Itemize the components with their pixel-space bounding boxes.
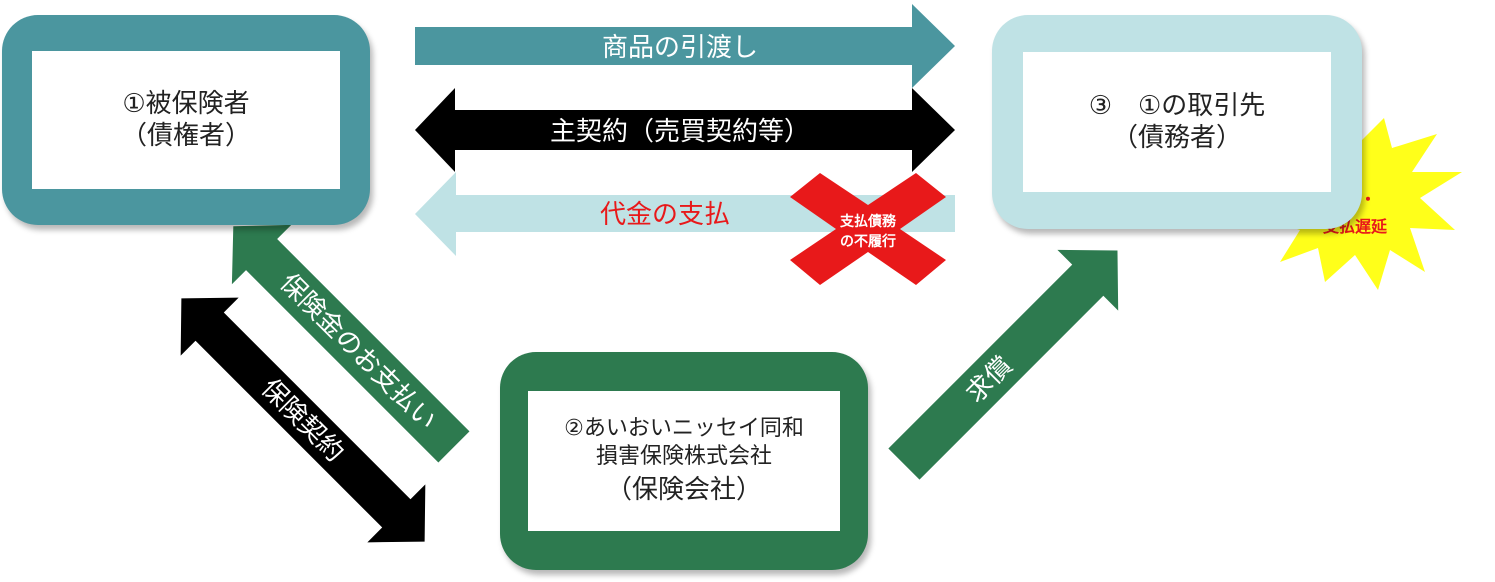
node-insurer-box: ②あいおいニッセイ同和 損害保険株式会社 （保険会社） xyxy=(528,391,840,531)
arrow-payment: 代金の支払 xyxy=(415,172,955,256)
arrow-insurance-payout-shape xyxy=(231,224,470,463)
node-insured-box: ①被保険者 （債権者） xyxy=(32,51,340,189)
node-insurer: ②あいおいニッセイ同和 損害保険株式会社 （保険会社） xyxy=(500,352,868,570)
arrow-main-contract-label: 主契約（売買契約等） xyxy=(550,117,810,147)
default-badge-line1: 支払債務 xyxy=(839,213,897,230)
arrow-main-contract-shape xyxy=(415,88,955,172)
arrow-payment-label: 代金の支払 xyxy=(600,200,730,230)
arrow-insurance-contract-label: 保険契約 xyxy=(255,373,350,468)
node-debtor-role: （債務者） xyxy=(1111,123,1242,153)
arrow-goods-delivery-shape xyxy=(415,4,955,88)
node-debtor-box: ③ ①の取引先 （債務者） xyxy=(1023,52,1331,192)
red-x-icon xyxy=(790,173,946,285)
arrow-main-contract: 主契約（売買契約等） xyxy=(415,88,955,172)
default-badge-line2: の不履行 xyxy=(840,233,896,250)
arrow-goods-delivery-label: 商品の引渡し xyxy=(602,33,758,63)
arrow-goods-delivery: 商品の引渡し xyxy=(415,4,955,88)
default-badge: 支払債務 の不履行 xyxy=(790,173,946,285)
arrow-payment-shape xyxy=(415,172,955,256)
node-insurer-name-2: 損害保険株式会社 xyxy=(595,443,772,469)
node-insured: ①被保険者 （債権者） xyxy=(2,15,370,225)
node-insurer-role: （保険会社） xyxy=(605,475,762,506)
node-insured-role: （債権者） xyxy=(120,121,251,151)
node-insurer-name-1: ②あいおいニッセイ同和 xyxy=(564,416,804,442)
node-debtor: ③ ①の取引先 （債務者） xyxy=(992,15,1362,229)
node-debtor-title: ③ ①の取引先 xyxy=(1088,90,1266,121)
arrow-insurance-contract-shape xyxy=(180,297,426,543)
arrow-subrogation-shape xyxy=(888,249,1119,480)
node-insured-title: ①被保険者 xyxy=(122,88,250,119)
